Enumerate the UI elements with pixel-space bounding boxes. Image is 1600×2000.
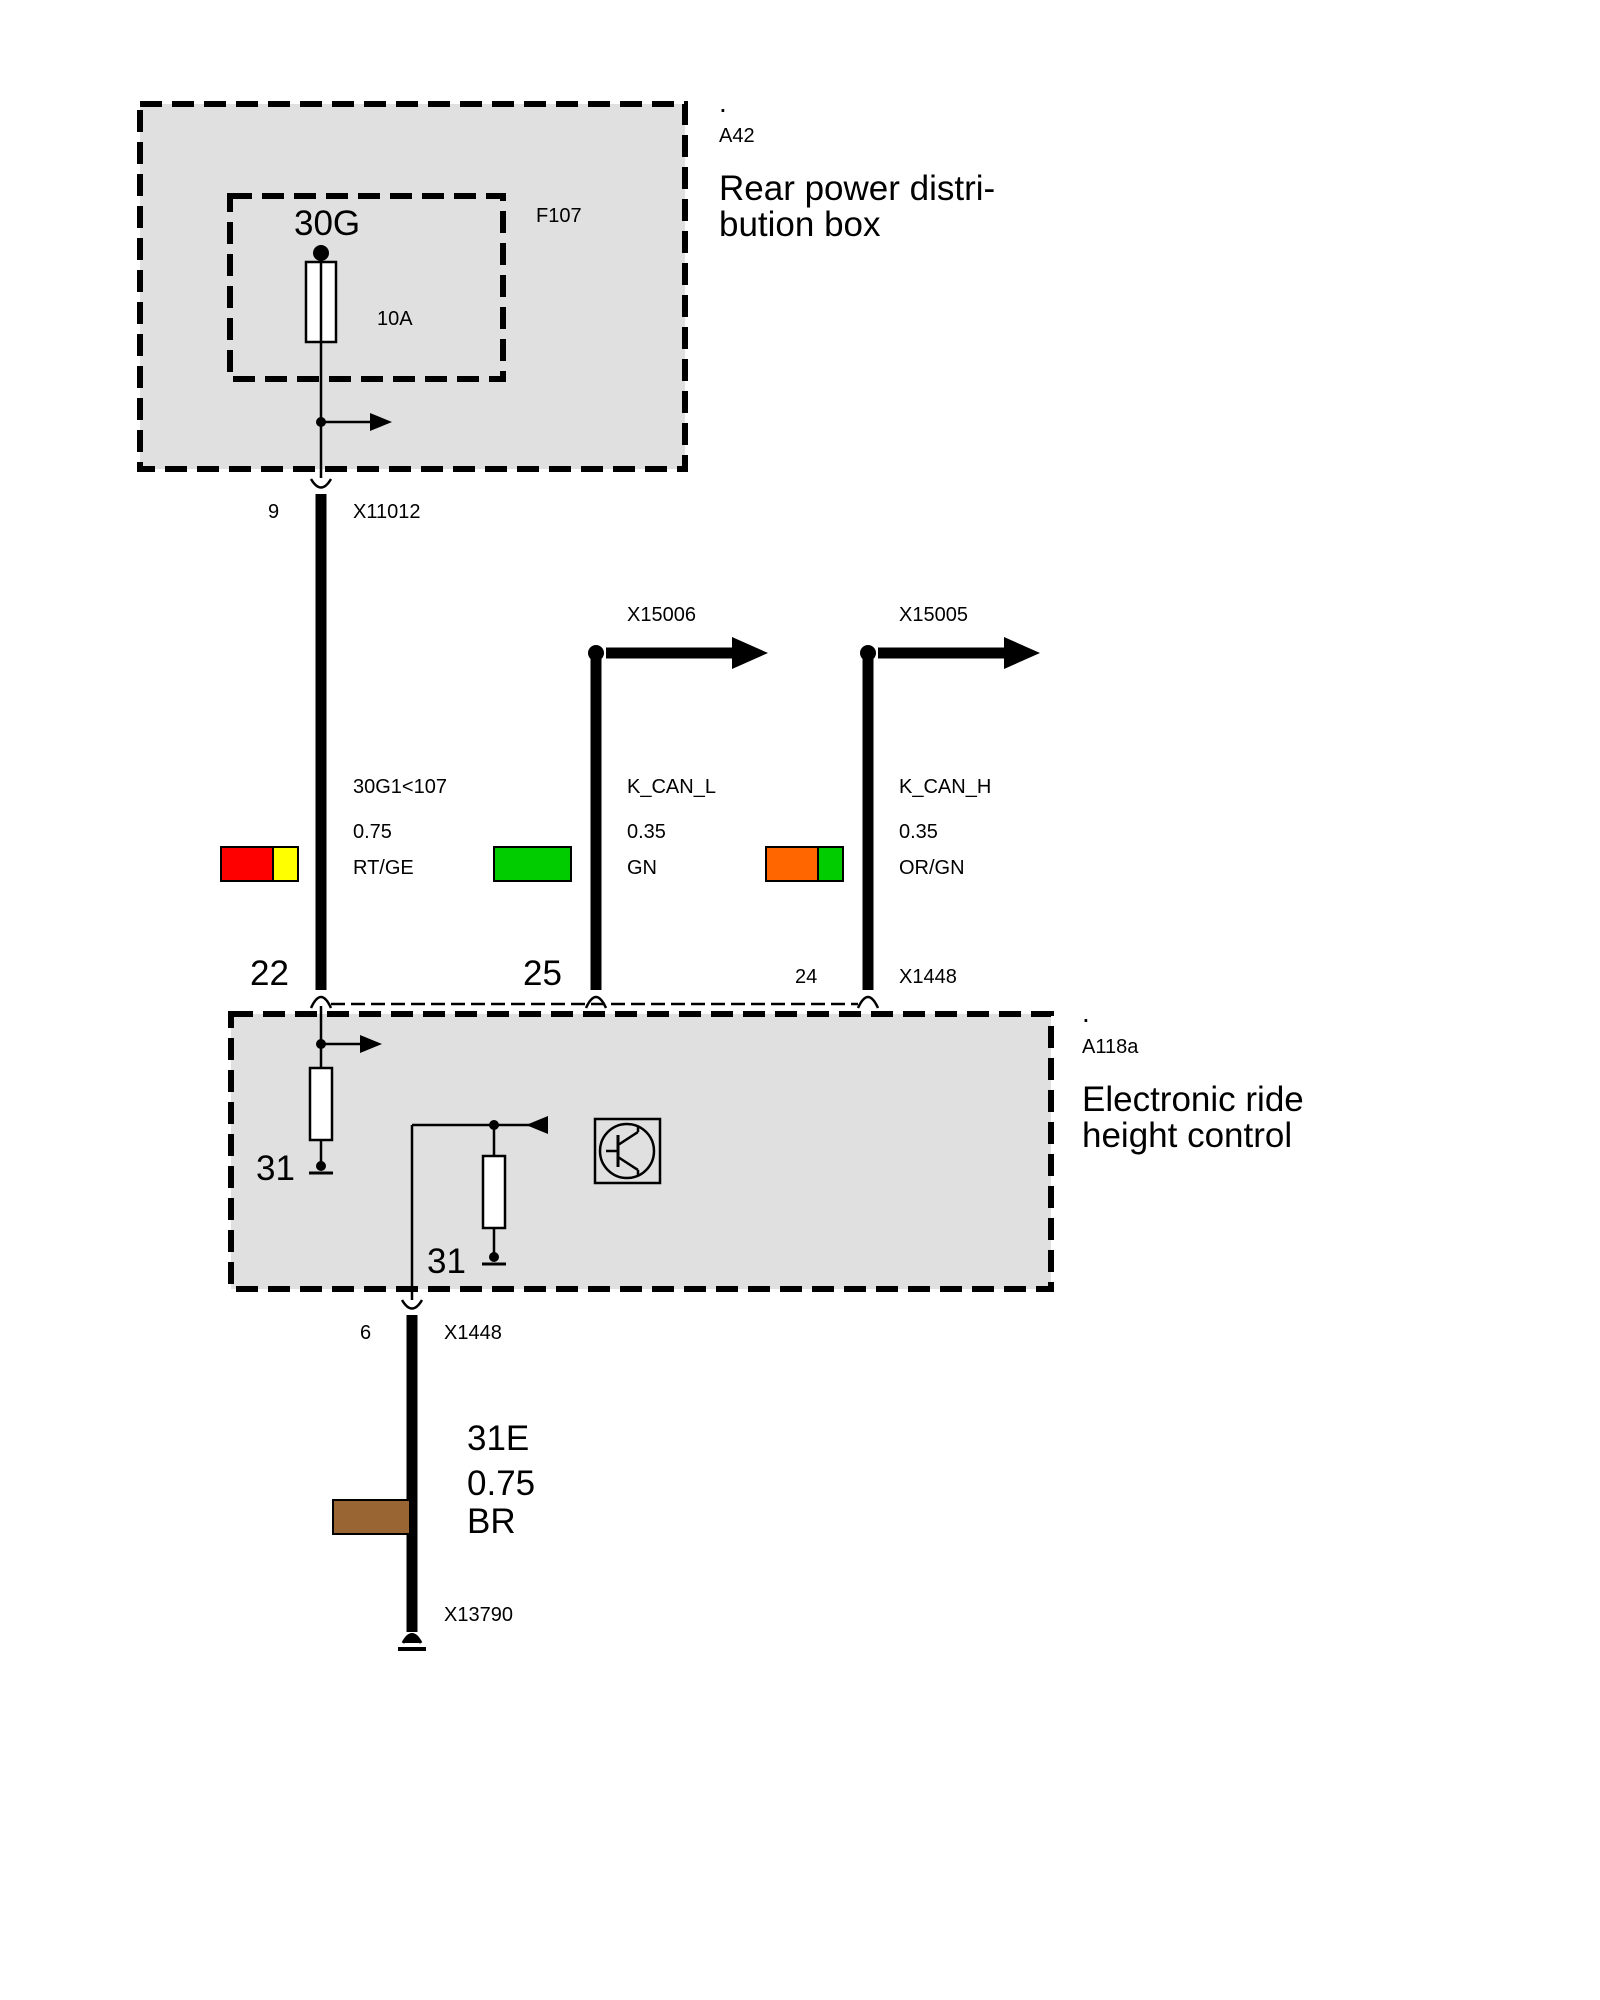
connector-x1448-bottom: 6 X1448 [360,1299,502,1344]
module-a42-title-line1: Rear power distri- [719,169,995,208]
connector-x11012-name: X11012 [353,501,420,523]
fuse-terminal-label: 30G [294,204,360,243]
connector-x11012-symbol [309,478,333,489]
wire-k-can-h-color-swatch-green [817,846,844,882]
wire-k-can-l-color-swatch-green [493,846,572,882]
connector-x13790-name: X13790 [444,1604,513,1626]
fuse-code: F107 [536,205,582,227]
module-a118a-code: A118a [1082,1036,1139,1058]
transistor-icon [593,1117,662,1185]
arrow-right-icon [360,1035,382,1053]
wire-31e-color-code: BR [467,1502,516,1541]
module-a118a-title-line2: height control [1082,1116,1292,1155]
wire-30g1-color-code: RT/GE [353,857,414,879]
wire-31e: 31E 0.75 BR [332,1315,535,1632]
wire-k-can-l: X15006 K_CAN_L 0.35 GN [493,604,768,990]
resistor-icon [481,1154,507,1230]
module-a42-code: A42 [719,125,755,147]
arrow-right-icon [1004,637,1040,669]
wire-30g1-color-swatch-red [220,846,274,882]
wire-k-can-h-color-code: OR/GN [899,857,965,879]
wire-30g1-color-swatch-yellow [272,846,299,882]
fuse-rating: 10A [377,308,413,330]
wire-k-can-h-gauge: 0.35 [899,821,938,843]
module-a118a-dot: . [1082,997,1090,1028]
connector-x1448-top-name: X1448 [899,966,957,988]
module-a118a: . A118a Electronic ride height control 3… [228,997,1304,1300]
resistor-icon [308,1066,334,1142]
wire-k-can-l-gauge: 0.35 [627,821,666,843]
wire-31e-color-swatch-brown [332,1499,411,1535]
wire-k-can-l-color-code: GN [627,857,657,879]
module-a118a-title-line1: Electronic ride [1082,1080,1304,1119]
connector-x13790: X13790 [398,1604,513,1651]
fuse-f107-housing [227,193,506,382]
ground-right-label: 31 [427,1242,466,1281]
wire-30g1-gauge: 0.75 [353,821,392,843]
wire-31e-gauge: 0.75 [467,1464,535,1503]
wire-31e-signal: 31E [467,1419,529,1458]
connector-x1448-pin-25: 25 [523,954,562,993]
connector-x1448-top: 22 25 24 X1448 [250,954,957,1009]
wire-k-can-l-signal: K_CAN_L [627,776,716,798]
connector-x1448-pin-6: 6 [360,1322,371,1344]
wire-k-can-h-color-swatch-orange [765,846,819,882]
connector-x1448-pin-24: 24 [795,966,817,988]
module-a42-box [137,101,688,472]
module-a42-dot: . [719,87,727,118]
wire-30g1-signal: 30G1<107 [353,776,447,798]
connector-x1448-bottom-name: X1448 [444,1322,502,1344]
ground-left-label: 31 [256,1149,295,1188]
wire-30g1: 30G1<107 0.75 RT/GE [220,494,447,990]
arrow-right-icon [370,413,392,431]
arrow-left-icon [526,1116,548,1134]
connector-x15005-name: X15005 [899,604,968,626]
module-a42-title-line2: bution box [719,205,881,244]
connector-x15006-name: X15006 [627,604,696,626]
connector-x11012-pin: 9 [268,501,279,523]
wire-k-can-h-signal: K_CAN_H [899,776,991,798]
wire-k-can-h: X15005 K_CAN_H 0.35 OR/GN [765,604,1040,990]
module-a42: . A42 Rear power distri- bution box F107… [137,87,995,478]
connector-x1448-pin-22: 22 [250,954,289,993]
connector-x11012: 9 X11012 [268,478,420,523]
arrow-right-icon [732,637,768,669]
